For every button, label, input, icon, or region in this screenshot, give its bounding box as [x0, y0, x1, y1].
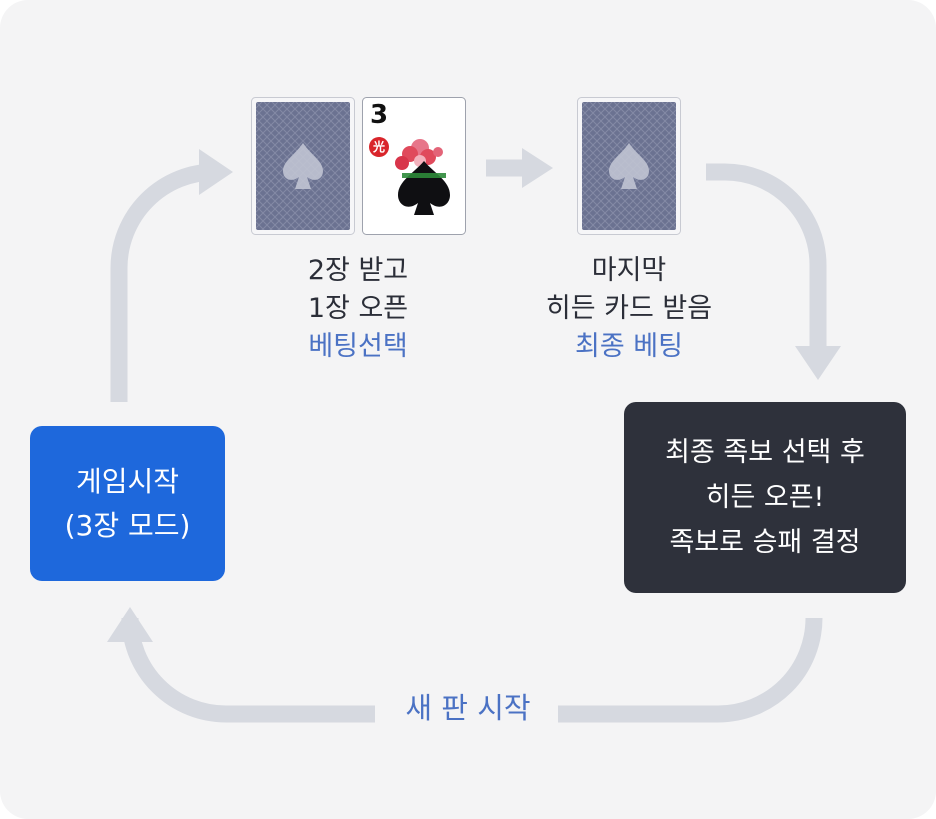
arrowhead-right [795, 346, 841, 380]
spade-icon [283, 143, 323, 189]
start-line1: 게임시작 [75, 464, 180, 498]
spade-icon [609, 143, 649, 189]
step2-line2: 히든 카드 받음 [545, 293, 713, 324]
arrowhead-bottom-left [107, 607, 153, 642]
result-line3: 족보로 승패 결정 [669, 527, 861, 558]
card-back-1 [251, 97, 355, 235]
card-rank: 3 [370, 100, 389, 130]
step1-action: 베팅선택 [308, 331, 408, 362]
bright-badge [369, 137, 389, 157]
arrowhead-top-left [199, 149, 233, 195]
game-start-box: 게임시작 (3장 모드) [30, 426, 225, 581]
arrow-hidden-to-result [706, 163, 827, 352]
step1-line1: 2장 받고 [307, 255, 409, 286]
step2-caption: 마지막 히든 카드 받음 최종 베팅 [520, 252, 738, 366]
result-line2: 히든 오픈! [705, 482, 825, 513]
card-badge-text: 光 [372, 140, 385, 154]
spade-icon [398, 161, 450, 215]
result-line1: 최종 족보 선택 후 [665, 437, 865, 468]
step1-caption: 2장 받고 1장 오픈 베팅선택 [258, 252, 458, 366]
arrow-result-to-new-round [558, 617, 823, 723]
start-line2: (3장 모드) [64, 508, 191, 542]
open-card: 3 光 [362, 97, 466, 235]
step2-line1: 마지막 [591, 255, 667, 286]
result-box: 최종 족보 선택 후 히든 오픈! 족보로 승패 결정 [624, 402, 906, 593]
arrow-start-to-cards [110, 163, 216, 402]
flower-icon [395, 139, 443, 170]
arrowhead-middle [522, 148, 553, 188]
new-round-label: 새 판 시작 [405, 691, 531, 725]
arrow-new-round-to-start [121, 617, 375, 723]
step2-action: 최종 베팅 [575, 331, 683, 362]
card-back-hidden [577, 97, 681, 235]
step1-line2: 1장 오픈 [307, 293, 409, 324]
